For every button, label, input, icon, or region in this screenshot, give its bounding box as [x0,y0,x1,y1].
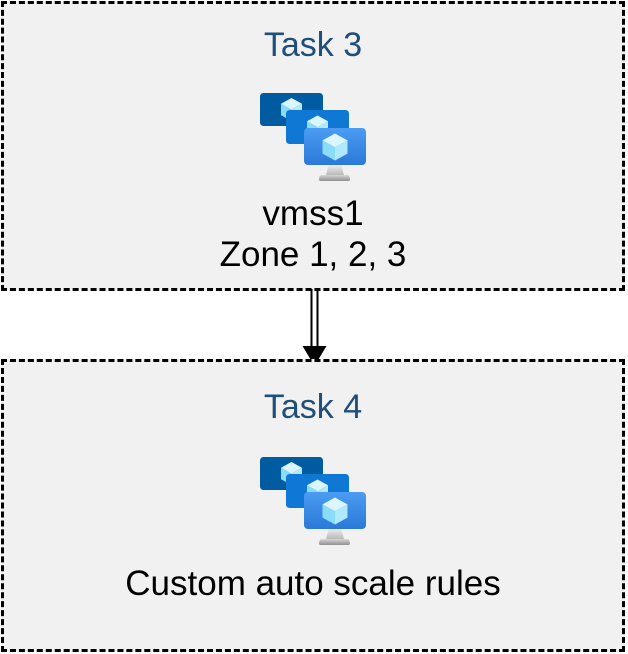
down-arrow-icon [302,289,327,366]
monitor-front [304,492,366,546]
monitor-stand-base [318,175,351,182]
task4-box: Task 4 [1,359,625,652]
monitor-stand-neck [326,164,344,176]
task3-labels: vmss1 Zone 1, 2, 3 [220,194,407,276]
task3-title: Task 3 [263,26,363,64]
monitor-stand-neck [326,528,344,540]
task3-box: Task 3 [1,1,625,291]
vm-scale-sets-icon [260,93,366,182]
zones-label: Zone 1, 2, 3 [219,235,407,275]
task4-title: Task 4 [263,388,363,426]
monitor-front [304,128,366,182]
autoscale-label: Custom auto scale rules [125,564,501,604]
cube-icon [322,497,348,525]
task4-labels: Custom auto scale rules [125,564,500,605]
vmss-name-label: vmss1 [262,194,364,234]
monitor-stand-base [318,539,351,546]
vm-scale-sets-icon [260,457,366,546]
